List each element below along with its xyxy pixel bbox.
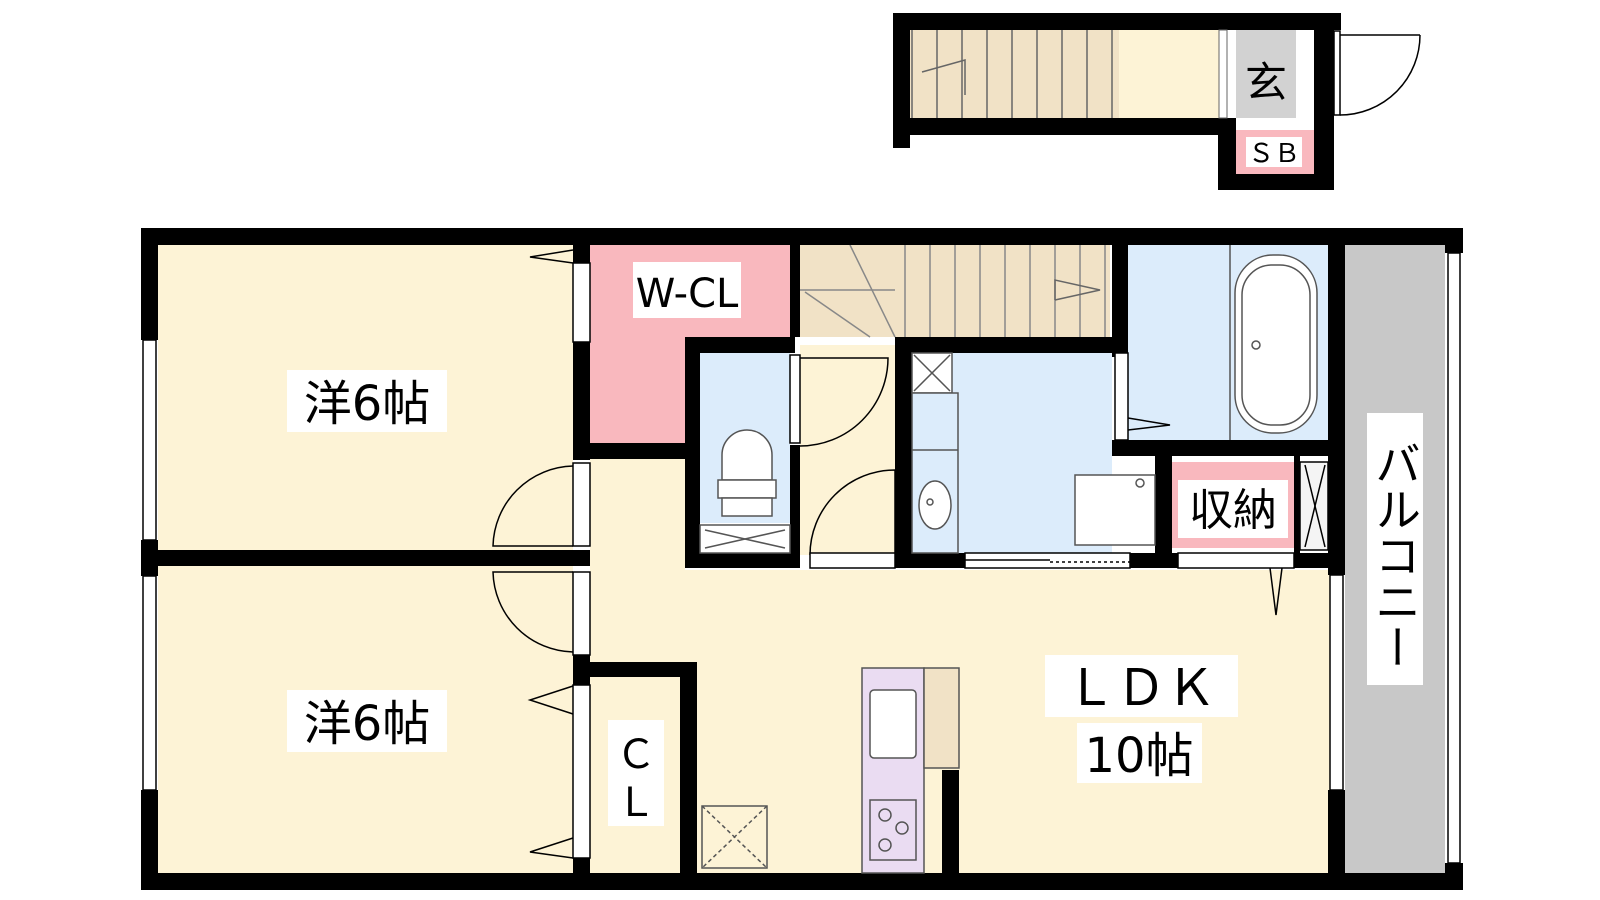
bathtub <box>1229 245 1318 440</box>
window-west-top <box>142 339 157 541</box>
room-labels: W-CL 洋6帖 洋6帖 収納 ＬＤＫ 10帖 Ｃ Ｌ バルコニー <box>287 262 1423 826</box>
vent-bath <box>1299 461 1329 551</box>
wall-bath-right <box>1328 245 1345 575</box>
sb-wall-left <box>1218 118 1236 190</box>
wall-cl-top <box>573 662 697 677</box>
walls <box>141 228 1463 890</box>
wall-toilet-right <box>790 445 800 568</box>
washbasin <box>911 392 959 554</box>
entrance-wall-bottom <box>893 118 1233 135</box>
storage-label: 収納 <box>1189 485 1277 536</box>
corridor-floor <box>800 345 895 555</box>
wall-toilet-left <box>685 337 700 568</box>
door-bath-fold <box>1127 417 1171 431</box>
door-western-top <box>492 465 574 547</box>
entrance-wall-left <box>893 13 910 148</box>
balcony-label-bg <box>1367 413 1423 685</box>
window-west-bottom <box>142 575 157 791</box>
wcl-label-bg <box>633 262 741 318</box>
door-western-bottom <box>492 571 574 653</box>
sb-wall-bottom <box>1218 174 1334 190</box>
genkan-floor <box>1236 30 1296 118</box>
wall-ldk-east-b <box>1328 790 1345 873</box>
wall-wcl-west-b <box>573 342 590 460</box>
wall-toilet-top <box>685 337 795 353</box>
door-washroom <box>809 469 896 556</box>
stair-direction-arrow <box>921 59 966 95</box>
main-stair-arrow <box>1054 279 1101 301</box>
western-room-top-label: 洋6帖 <box>304 376 431 432</box>
fixtures <box>699 245 1318 874</box>
entrance-section: 玄 ＳＢ <box>893 13 1421 190</box>
closet-label-l: Ｌ <box>616 780 656 826</box>
outer-wall-left-b <box>141 540 158 576</box>
door-cl-fold-bottom <box>529 837 574 859</box>
genkan-wall-right <box>1314 13 1334 131</box>
outer-wall-bottom <box>141 873 1463 890</box>
window-ldk-east <box>1329 574 1344 791</box>
western-room-bottom-label: 洋6帖 <box>304 696 431 752</box>
entrance-stair-treads <box>911 30 1113 118</box>
outer-wall-left-c <box>141 790 158 890</box>
outer-wall-left-a <box>141 228 158 340</box>
sb-label-bg <box>1246 137 1302 167</box>
ldk-size-label: 10帖 <box>1084 728 1193 784</box>
room-floors <box>158 245 1445 873</box>
balcony-label: バルコニー <box>1368 440 1422 670</box>
entrance-wall-top <box>893 13 1341 30</box>
refrigerator-space <box>701 805 768 869</box>
sb-label: ＳＢ <box>1248 139 1300 169</box>
outer-wall-top <box>141 228 1463 245</box>
wcl-label: W-CL <box>636 271 739 317</box>
wall-cl-right <box>680 662 697 873</box>
ldk-size-label-bg <box>1077 723 1202 783</box>
storage-label-bg <box>1178 480 1288 538</box>
wall-storage-bottom <box>1294 553 1345 568</box>
wall-wash-bottom-a <box>895 553 965 568</box>
wall-wcl-west-a <box>573 245 590 263</box>
wall-storage-right <box>1294 456 1300 568</box>
sb-wall-right <box>1314 118 1334 190</box>
ldk-floor <box>590 570 1332 873</box>
doors <box>492 249 1295 859</box>
balcony-wall-right <box>1445 228 1463 253</box>
kitchen-counter <box>861 667 960 874</box>
closet-label-bg <box>608 720 664 826</box>
wall-toilet-bottom <box>685 553 800 568</box>
toilet-fixture <box>699 429 791 554</box>
closet-label-c: Ｃ <box>616 732 656 778</box>
window-balcony-rail <box>1447 252 1461 864</box>
wall-stair-right <box>1112 245 1128 357</box>
entrance-door <box>1333 30 1421 116</box>
door-wcl-fold <box>529 249 574 264</box>
ldk-label-bg <box>1045 655 1238 717</box>
balcony-wall-right-b <box>1445 863 1463 890</box>
entrance-hall-floor <box>1119 30 1219 118</box>
western-top-label-bg <box>287 370 447 432</box>
ldk-label: ＬＤＫ <box>1066 659 1216 717</box>
divider-western-rooms <box>158 550 590 566</box>
windows <box>142 252 1461 864</box>
wall-kitchen-post <box>942 770 959 873</box>
genkan-step <box>1218 29 1228 119</box>
washroom-vent <box>911 352 953 394</box>
western-bottom-label-bg <box>287 690 447 752</box>
door-cl-fold-top <box>527 685 574 715</box>
wall-wcl-bottom <box>573 443 685 459</box>
door-toilet <box>799 357 889 447</box>
wall-bath-bottom <box>1112 440 1328 456</box>
wall-wcl-right <box>790 245 800 337</box>
wall-wash-left <box>895 337 912 568</box>
entrance-stairs-floor <box>893 30 1119 118</box>
door-storage-fold <box>1269 567 1283 616</box>
wall-storage-left <box>1155 456 1172 568</box>
wall-wash-top <box>895 337 1115 353</box>
genkan-label: 玄 <box>1245 58 1287 107</box>
washing-machine <box>1074 474 1156 546</box>
wall-cl-west-b <box>573 858 590 873</box>
